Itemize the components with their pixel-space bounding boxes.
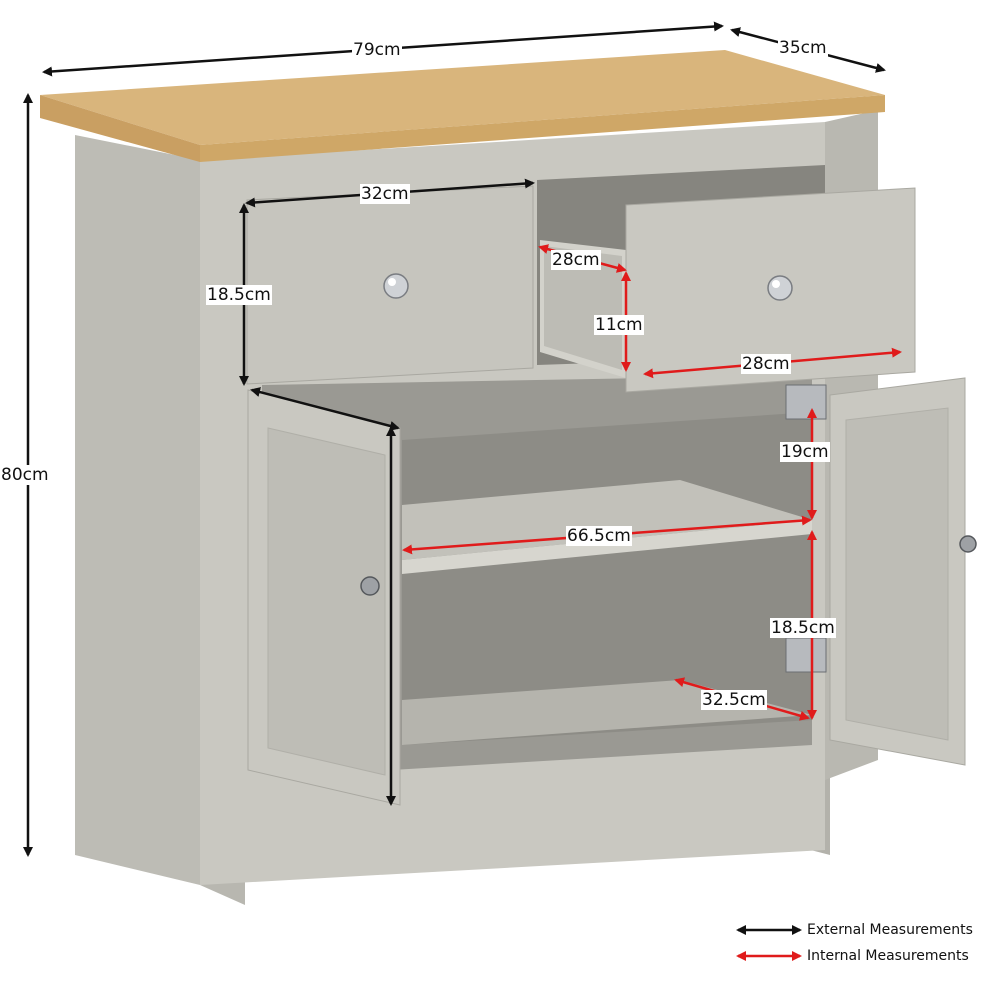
legend-external-label: External Measurements — [807, 922, 973, 938]
overall-width-label: 79cm — [352, 40, 402, 60]
right-door-panel — [845, 407, 949, 741]
oak-top-side-edge — [200, 95, 885, 162]
right-drawer-knob — [767, 275, 793, 301]
side-panel — [75, 135, 200, 885]
left-door-knob — [360, 576, 380, 596]
legend-internal-label: Internal Measurements — [807, 948, 969, 964]
shelf-width-label: 66.5cm — [566, 526, 632, 546]
left-drawer-knob-highlight — [388, 278, 396, 286]
drawer-inner-width-label: 28cm — [741, 354, 791, 374]
legend-internal: Internal Measurements — [735, 947, 985, 967]
left-drawer-knob — [383, 273, 409, 299]
lower-hinge-icon — [785, 637, 827, 673]
height-label: 80cm — [0, 465, 50, 485]
shelf-depth-label: 32.5cm — [701, 690, 767, 710]
drawer-width-label: 32cm — [360, 184, 410, 204]
right-drawer-knob-highlight — [772, 280, 780, 288]
depth-label: 35cm — [778, 38, 828, 58]
left-door-panel — [267, 427, 386, 776]
upper-hinge-icon — [785, 384, 827, 420]
lower-compartment-height-label: 18.5cm — [770, 618, 836, 638]
drawer-height-label: 18.5cm — [206, 285, 272, 305]
upper-compartment-height-label: 19cm — [780, 442, 830, 462]
drawer-inner-height-label: 11cm — [594, 315, 644, 335]
open-drawer-inner — [544, 246, 622, 370]
oak-top-front-edge — [40, 95, 200, 162]
legend-external: External Measurements — [735, 921, 985, 941]
drawer-inner-depth-label: 28cm — [551, 250, 601, 270]
right-door-knob — [959, 535, 977, 553]
door-width-line — [250, 387, 400, 431]
